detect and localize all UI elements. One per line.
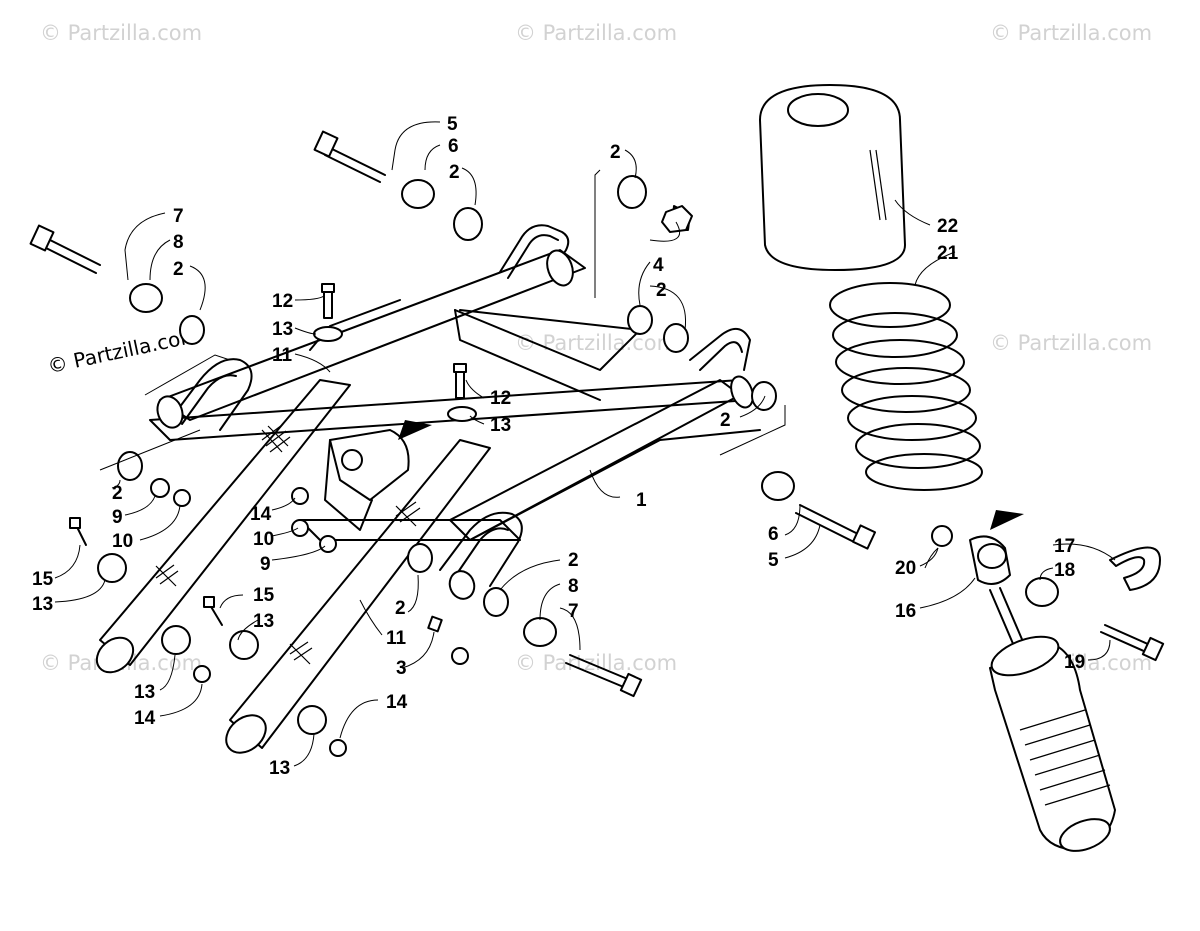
watermark: © Partzilla.com <box>515 21 677 45</box>
callout-13: 13 <box>134 682 155 703</box>
shock-absorber <box>969 535 1116 852</box>
callout-6: 6 <box>448 136 459 157</box>
arrow-indicator <box>990 510 1024 530</box>
callout-11: 11 <box>272 345 293 366</box>
callout-labels: 1 2 2 2 2 2 2 2 2 3 4 5 5 6 6 7 7 8 8 9 … <box>32 114 1085 779</box>
callout-21: 21 <box>937 243 959 264</box>
callout-4: 4 <box>653 255 664 276</box>
arrow-indicator <box>398 420 432 440</box>
callout-13: 13 <box>272 319 293 340</box>
callout-19: 19 <box>1064 652 1085 673</box>
swing-arm-frame <box>149 224 761 600</box>
watermark: © Partzilla.com <box>40 21 202 45</box>
callout-13: 13 <box>32 594 53 615</box>
leader-lines <box>54 121 1116 767</box>
bushings <box>117 175 1059 647</box>
callout-13: 13 <box>490 415 511 436</box>
callout-7: 7 <box>173 206 184 227</box>
callout-14: 14 <box>250 504 272 525</box>
callout-2: 2 <box>449 162 460 183</box>
callout-17: 17 <box>1054 536 1075 557</box>
callout-2: 2 <box>395 598 406 619</box>
watermark-dark: © Partzilla.com <box>45 323 201 379</box>
callout-5: 5 <box>447 114 458 135</box>
callout-10: 10 <box>253 529 274 550</box>
callout-6: 6 <box>768 524 779 545</box>
callout-20: 20 <box>895 558 916 579</box>
callout-10: 10 <box>112 531 133 552</box>
link-arms <box>95 379 491 754</box>
retainer-clip <box>1109 546 1161 591</box>
spring <box>829 282 983 491</box>
callout-15: 15 <box>253 585 275 606</box>
callout-3: 3 <box>396 658 407 679</box>
callout-2: 2 <box>656 280 667 301</box>
callout-2: 2 <box>568 550 579 571</box>
callout-12: 12 <box>272 291 293 312</box>
callout-12: 12 <box>490 388 511 409</box>
watermark: © Partzilla.com <box>990 331 1152 355</box>
watermark: © Partzilla.com <box>515 651 677 675</box>
callout-7: 7 <box>568 601 579 622</box>
callout-11: 11 <box>386 628 407 649</box>
bolts <box>29 130 1165 698</box>
watermark: © Partzilla.com <box>515 331 677 355</box>
callout-2: 2 <box>173 259 184 280</box>
label-hatches <box>155 424 421 665</box>
callout-9: 9 <box>112 507 123 528</box>
callout-13: 13 <box>253 611 274 632</box>
callout-2: 2 <box>610 142 621 163</box>
callout-13: 13 <box>269 758 290 779</box>
washers-nuts <box>97 205 953 757</box>
callout-8: 8 <box>568 576 579 597</box>
callout-1: 1 <box>636 490 647 511</box>
watermark: © Partzilla.com <box>990 21 1152 45</box>
callout-14: 14 <box>134 708 156 729</box>
callout-2: 2 <box>720 410 731 431</box>
callout-14: 14 <box>386 692 408 713</box>
callout-15: 15 <box>32 569 54 590</box>
callout-5: 5 <box>768 550 779 571</box>
callout-2: 2 <box>112 483 123 504</box>
spring-boot <box>759 84 906 271</box>
callout-8: 8 <box>173 232 184 253</box>
callout-22: 22 <box>937 216 958 237</box>
callout-9: 9 <box>260 554 271 575</box>
callout-16: 16 <box>895 601 916 622</box>
callout-18: 18 <box>1054 560 1075 581</box>
